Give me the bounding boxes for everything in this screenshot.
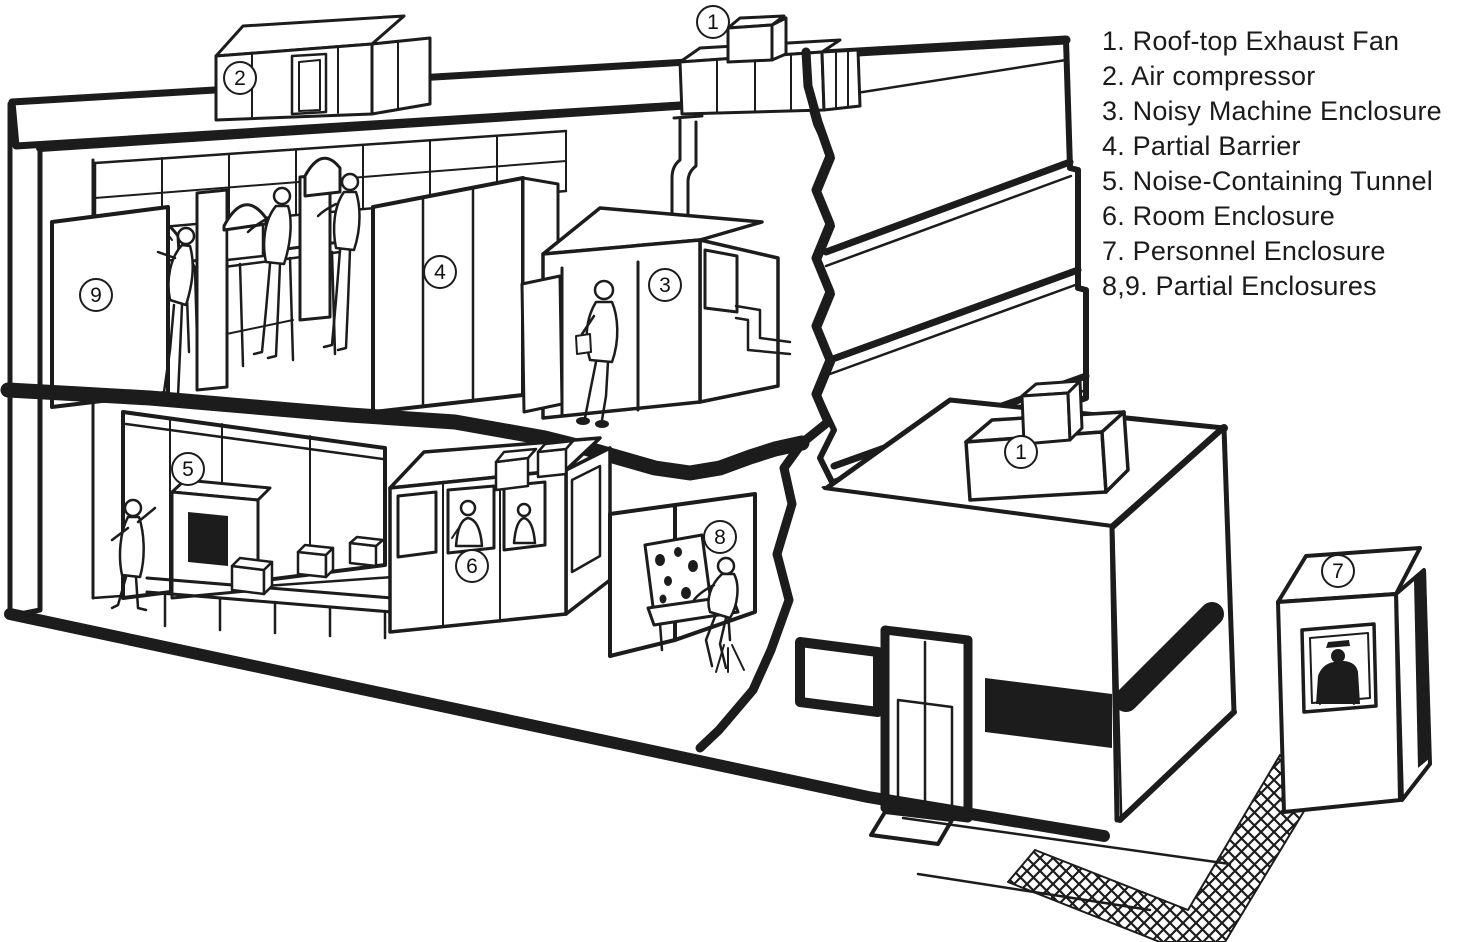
floor-slab-tear xyxy=(0,382,810,481)
callout-roof-fan-main: 1 xyxy=(696,5,730,39)
callout-room-enclosure: 6 xyxy=(455,549,489,583)
worker-in-room-window xyxy=(512,502,537,545)
left-cut-wall xyxy=(7,97,43,619)
building-base-edge xyxy=(4,608,1110,842)
legend-item: 7. Personnel Enclosure xyxy=(1102,236,1386,266)
seated-worker xyxy=(692,556,745,673)
upper-floor-workstations xyxy=(50,156,361,409)
callout-noisy-machine-enclosure: 3 xyxy=(648,268,682,302)
walkway xyxy=(901,754,1319,942)
callout-partial-enclosure-9: 9 xyxy=(79,278,113,312)
worker-at-enclosure-door xyxy=(575,279,619,428)
annex-building xyxy=(726,379,1237,836)
legend-item: 3. Noisy Machine Enclosure xyxy=(1102,96,1442,126)
worker-2 xyxy=(246,186,292,360)
callout-partial-enclosure-8: 8 xyxy=(703,520,737,554)
door-step xyxy=(869,810,954,846)
person-in-booth xyxy=(1316,640,1360,705)
callout-partial-barrier: 4 xyxy=(423,255,457,289)
legend-item: 1. Roof-top Exhaust Fan xyxy=(1102,26,1400,56)
rooftop-exhaust-fan-annex xyxy=(964,379,1130,502)
noisy-machine-enclosure xyxy=(520,114,792,428)
worker-3 xyxy=(316,172,361,352)
partial-enclosure-9-panel xyxy=(50,205,170,409)
callout-personnel-enclosure: 7 xyxy=(1321,554,1355,588)
callout-noise-containing-tunnel: 5 xyxy=(171,452,205,486)
noise-containing-tunnel xyxy=(110,410,394,640)
callout-roof-fan-annex: 1 xyxy=(1004,435,1038,469)
rooftop-exhaust-fan-main xyxy=(678,14,862,116)
legend-item: 8,9. Partial Enclosures xyxy=(1102,271,1377,301)
legend-item: 2. Air compressor xyxy=(1102,61,1316,91)
legend: 1. Roof-top Exhaust Fan 2. Air compresso… xyxy=(1102,24,1442,304)
rooftop-air-compressor xyxy=(214,14,432,122)
legend-item: 5. Noise-Containing Tunnel xyxy=(1102,166,1433,196)
divider-panel xyxy=(195,188,229,392)
machine-3 xyxy=(303,156,342,198)
worker-at-tunnel xyxy=(110,498,157,612)
room-enclosure xyxy=(388,436,612,634)
personnel-enclosure-booth xyxy=(1276,546,1432,814)
conveyor-boxes xyxy=(230,535,385,596)
callout-air-compressor: 2 xyxy=(223,61,257,95)
cutaway-torn-edge xyxy=(695,47,835,753)
legend-item: 6. Room Enclosure xyxy=(1102,201,1336,231)
legend-item: 4. Partial Barrier xyxy=(1102,131,1301,161)
partial-enclosure-8 xyxy=(608,492,757,673)
machine-2 xyxy=(222,203,268,262)
worker-in-room-window xyxy=(451,499,484,548)
